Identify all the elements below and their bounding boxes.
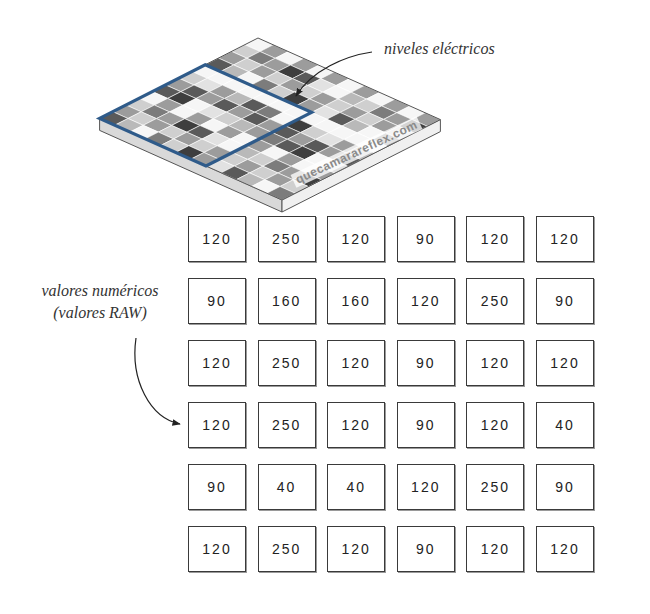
raw-value: 120 xyxy=(202,417,231,433)
raw-value: 90 xyxy=(416,355,436,371)
slab-side xyxy=(282,120,440,212)
value-box: 120 xyxy=(188,216,246,262)
value-box: 160 xyxy=(327,278,385,324)
value-box: 40 xyxy=(258,464,316,510)
pixel-cell xyxy=(267,187,295,201)
raw-value: 90 xyxy=(207,479,227,495)
value-box: 120 xyxy=(327,402,385,448)
sensor-slab xyxy=(100,38,441,212)
raw-value: 250 xyxy=(272,231,301,247)
value-box: 250 xyxy=(258,340,316,386)
value-box: 90 xyxy=(397,340,455,386)
raw-value: 120 xyxy=(481,231,510,247)
raw-value: 40 xyxy=(555,417,575,433)
value-box: 250 xyxy=(466,278,524,324)
callout-label: niveles eléctricos xyxy=(384,38,564,60)
raw-value: 40 xyxy=(346,479,366,495)
raw-value: 120 xyxy=(202,541,231,557)
value-box: 120 xyxy=(466,216,524,262)
value-box: 120 xyxy=(327,526,385,572)
value-box: 40 xyxy=(327,464,385,510)
raw-value: 160 xyxy=(342,293,371,309)
raw-value: 250 xyxy=(272,417,301,433)
value-box: 90 xyxy=(397,402,455,448)
raw-value: 40 xyxy=(277,479,297,495)
value-box: 90 xyxy=(397,216,455,262)
raw-value: 90 xyxy=(207,293,227,309)
raw-value: 90 xyxy=(555,293,575,309)
value-box: 120 xyxy=(466,340,524,386)
value-box: 250 xyxy=(258,216,316,262)
value-box: 120 xyxy=(188,402,246,448)
value-box: 120 xyxy=(466,526,524,572)
raw-value: 90 xyxy=(416,541,436,557)
value-box: 120 xyxy=(327,216,385,262)
value-box: 160 xyxy=(258,278,316,324)
raw-value: 90 xyxy=(416,417,436,433)
value-box: 90 xyxy=(188,464,246,510)
raw-value: 120 xyxy=(481,355,510,371)
raw-value: 120 xyxy=(342,355,371,371)
leader-arrow xyxy=(135,338,180,424)
raw-value: 90 xyxy=(555,479,575,495)
raw-value: 120 xyxy=(342,231,371,247)
value-box: 120 xyxy=(536,216,594,262)
callout-label: valores numéricos (valores RAW) xyxy=(22,280,178,323)
selection-frame xyxy=(100,65,312,166)
value-box: 250 xyxy=(258,402,316,448)
value-box: 90 xyxy=(397,526,455,572)
raw-value: 160 xyxy=(272,293,301,309)
value-box: 120 xyxy=(536,526,594,572)
watermark: quecamarareflex.com xyxy=(290,116,422,187)
raw-value: 120 xyxy=(411,479,440,495)
raw-value: 120 xyxy=(411,293,440,309)
slab-side xyxy=(100,118,282,212)
raw-value: 250 xyxy=(272,541,301,557)
value-box: 120 xyxy=(536,340,594,386)
value-box: 120 xyxy=(188,526,246,572)
raw-value: 250 xyxy=(481,479,510,495)
raw-value: 120 xyxy=(550,355,579,371)
value-box: 90 xyxy=(536,464,594,510)
leader-arrow xyxy=(296,52,372,96)
raw-value: 120 xyxy=(481,541,510,557)
raw-value: 120 xyxy=(342,541,371,557)
raw-value: 120 xyxy=(550,541,579,557)
value-box: 120 xyxy=(397,464,455,510)
raw-value: 250 xyxy=(272,355,301,371)
raw-value: 120 xyxy=(202,231,231,247)
raw-value: 120 xyxy=(202,355,231,371)
value-box: 250 xyxy=(466,464,524,510)
value-box: 120 xyxy=(188,340,246,386)
value-box: 90 xyxy=(188,278,246,324)
value-box: 120 xyxy=(397,278,455,324)
raw-value: 250 xyxy=(481,293,510,309)
raw-value: 120 xyxy=(550,231,579,247)
raw-value: 90 xyxy=(416,231,436,247)
value-box: 90 xyxy=(536,278,594,324)
value-box: 40 xyxy=(536,402,594,448)
value-box: 120 xyxy=(327,340,385,386)
raw-value: 120 xyxy=(481,417,510,433)
value-box: 250 xyxy=(258,526,316,572)
value-box: 120 xyxy=(466,402,524,448)
slab-outline xyxy=(100,38,441,200)
raw-value: 120 xyxy=(342,417,371,433)
